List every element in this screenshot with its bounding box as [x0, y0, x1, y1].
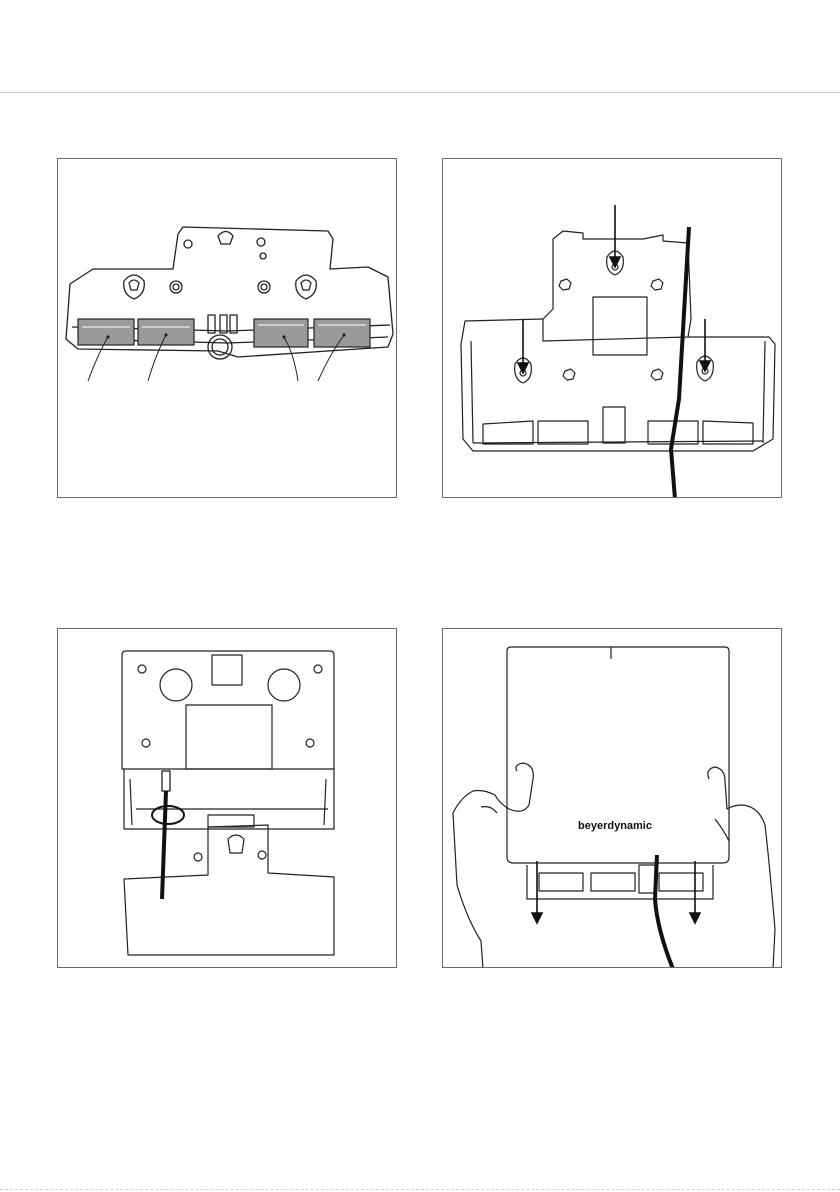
brand-label: beyerdynamic — [578, 820, 652, 832]
header-divider — [0, 92, 840, 93]
attach-cover-illustration: beyerdynamic — [443, 629, 782, 968]
figure-attach-cover: beyerdynamic — [442, 628, 782, 968]
mount-recesses-illustration — [58, 159, 397, 498]
figure-mount-recesses — [57, 158, 397, 498]
cable-connection-illustration — [58, 629, 397, 968]
footer-divider — [0, 1189, 840, 1190]
figure-wall-mounting — [442, 158, 782, 498]
wall-mounting-illustration — [443, 159, 782, 498]
figure-cable-connection — [57, 628, 397, 968]
